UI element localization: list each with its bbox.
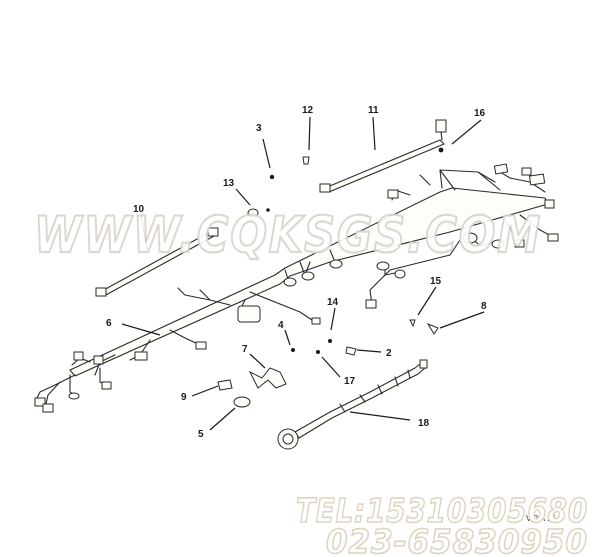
watermark-text: WWW.CQKSGS.COM [34,206,542,264]
callout-13: 13 [223,178,235,189]
connector-icon [195,341,207,350]
grommet-icon [491,239,505,249]
part-8-clip [426,322,439,335]
callout-15: 15 [430,276,442,287]
contact-tel: TEL:15310305680 [296,491,588,530]
part-5-ring [233,396,251,408]
contact-phone: 023-65830950 [326,522,588,557]
callout-5: 5 [198,429,204,440]
callout-18: 18 [418,418,430,429]
module-block-icon [237,305,261,323]
callout-8: 8 [481,301,487,312]
grommet-icon [329,259,343,269]
grommet-icon [394,269,406,279]
part-10-jumper-harness [95,227,219,297]
callout-9: 9 [181,392,187,403]
callout-3: 3 [256,123,262,134]
grommet-icon [283,277,297,287]
callout-16: 16 [474,108,486,119]
connector-icon [493,163,509,175]
connector-icon [514,239,525,248]
grommet-icon [301,271,315,281]
connector-icon [319,183,331,193]
part-3-clip [269,174,275,180]
callout-12: 12 [302,105,314,116]
connector-icon [95,287,107,297]
callout-6: 6 [106,318,112,329]
part-9-clip [217,379,233,391]
part-17-washer [316,350,320,354]
part-11-harness [319,119,447,193]
part-2-clamp [345,346,357,356]
small-parts [217,147,444,408]
drawing-code: Vt2 A 16 [526,514,556,523]
callout-10: 10 [133,204,145,215]
part-18-sensor-harness [277,359,428,450]
leader-lines [121,116,485,431]
connector-icon [435,119,447,133]
connector-icon [521,167,532,176]
part-4-screw [291,348,295,352]
part-15-pin [409,319,416,328]
part-16-nut [438,147,444,153]
grommet-icon [68,392,80,400]
connector-icon [101,381,112,390]
callout-labels: 3 12 11 16 13 10 6 4 14 15 8 2 17 7 9 5 … [106,105,487,440]
connector-icon [42,403,54,413]
grommet-icon [462,232,478,244]
connector-icon [419,359,428,369]
connector-icon [73,351,84,361]
part-7-bracket [248,367,287,389]
connector-icon [34,397,46,407]
callout-14: 14 [327,297,339,308]
connector-icon [547,233,559,242]
part-14-screw [328,339,332,343]
connector-icon [365,299,377,309]
callout-7: 7 [242,344,248,355]
callout-4: 4 [278,320,284,331]
connector-icon [207,227,219,237]
harness-connectors [34,163,559,413]
callout-11: 11 [368,105,379,116]
part-13-grommet [247,208,259,218]
connector-icon [134,351,148,361]
callout-17: 17 [344,376,356,387]
part-12-fitting [302,156,310,165]
callout-2: 2 [386,348,392,359]
connector-icon [93,355,104,365]
connector-icon [311,317,321,325]
connector-icon [544,199,555,209]
connector-icon [387,189,399,199]
connector-icon [528,173,546,186]
grommet-icon [376,261,390,271]
